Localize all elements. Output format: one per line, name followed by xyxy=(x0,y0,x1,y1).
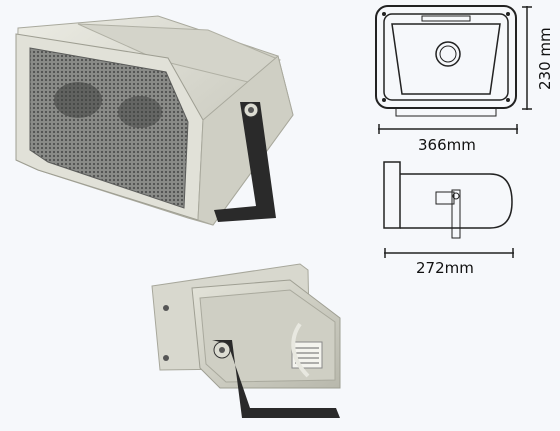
side-dimension-drawing xyxy=(380,156,520,244)
speaker-front-view xyxy=(8,10,308,230)
width-dimension-line xyxy=(378,124,518,134)
speaker-rear-view xyxy=(140,258,350,428)
depth-label: 272mm xyxy=(416,259,474,277)
height-label: 230 mm xyxy=(536,27,554,90)
height-dimension-line xyxy=(522,6,532,110)
depth-dimension-line xyxy=(384,248,514,258)
front-dimension-drawing xyxy=(372,2,522,120)
width-label: 366mm xyxy=(418,136,476,154)
